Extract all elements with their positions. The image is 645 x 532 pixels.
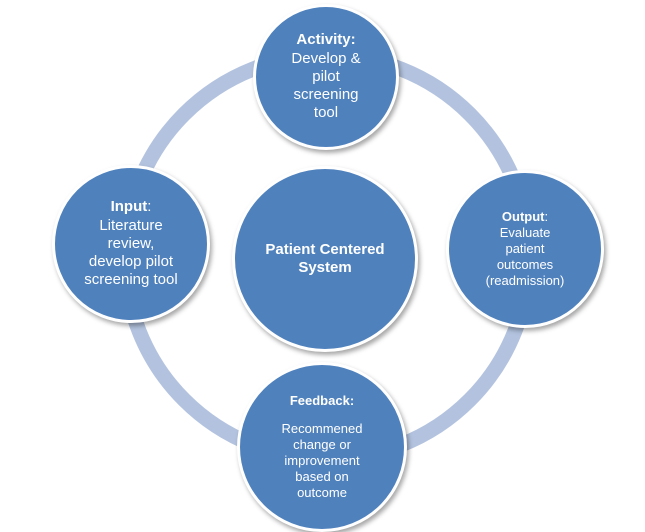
feedback-node: Feedback: Recommened change or improveme… — [237, 362, 407, 532]
activity-title: Activity: — [296, 31, 356, 49]
feedback-text: Recommened change or improvement based o… — [281, 421, 363, 500]
activity-node: Activity: Develop & pilot screening tool — [253, 4, 399, 150]
input-title-colon: : — [147, 198, 152, 216]
output-title-colon: : — [544, 209, 549, 225]
center-label: Patient Centered System — [265, 240, 385, 276]
input-node: Input: Literature review, develop pilot … — [52, 165, 210, 323]
center-node: Patient Centered System — [232, 166, 418, 352]
output-title: Output — [501, 209, 545, 225]
output-text: Evaluate patient outcomes (readmission) — [485, 225, 565, 288]
output-heading: Output: — [502, 209, 548, 225]
output-node: Output: Evaluate patient outcomes (readm… — [446, 170, 604, 328]
input-text: Literature review, develop pilot screeni… — [84, 216, 178, 289]
input-title: Input — [110, 198, 148, 216]
feedback-title: Feedback: — [289, 393, 355, 409]
activity-text: Develop & pilot screening tool — [291, 49, 361, 122]
input-heading: Input: — [111, 198, 152, 216]
